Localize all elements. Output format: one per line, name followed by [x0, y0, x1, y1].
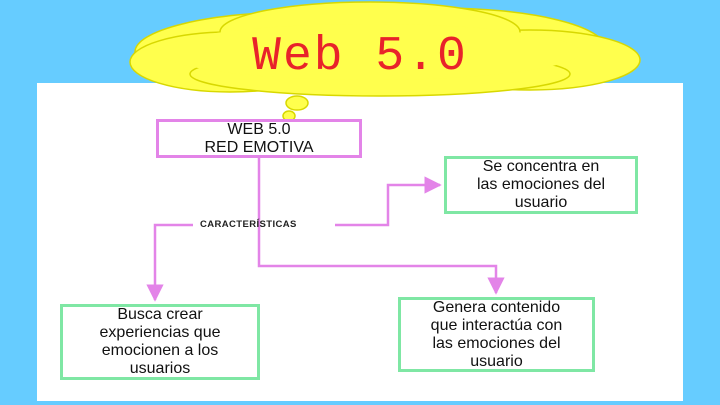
branch-label: CARACTERÍSTICAS — [200, 219, 297, 230]
node-busca-label: Busca crear experiencias que emocionen a… — [100, 306, 221, 378]
connector-to-concentra — [335, 185, 440, 225]
connector-to-busca — [155, 225, 193, 300]
node-genera-label: Genera contenido que interactúa con las … — [431, 299, 563, 371]
root-node-label: WEB 5.0 RED EMOTIVA — [204, 121, 313, 157]
node-concentra: Se concentra en las emociones del usuari… — [444, 156, 638, 214]
node-genera: Genera contenido que interactúa con las … — [398, 297, 595, 372]
node-busca: Busca crear experiencias que emocionen a… — [60, 304, 260, 380]
root-node: WEB 5.0 RED EMOTIVA — [156, 119, 362, 158]
node-concentra-label: Se concentra en las emociones del usuari… — [477, 158, 605, 212]
